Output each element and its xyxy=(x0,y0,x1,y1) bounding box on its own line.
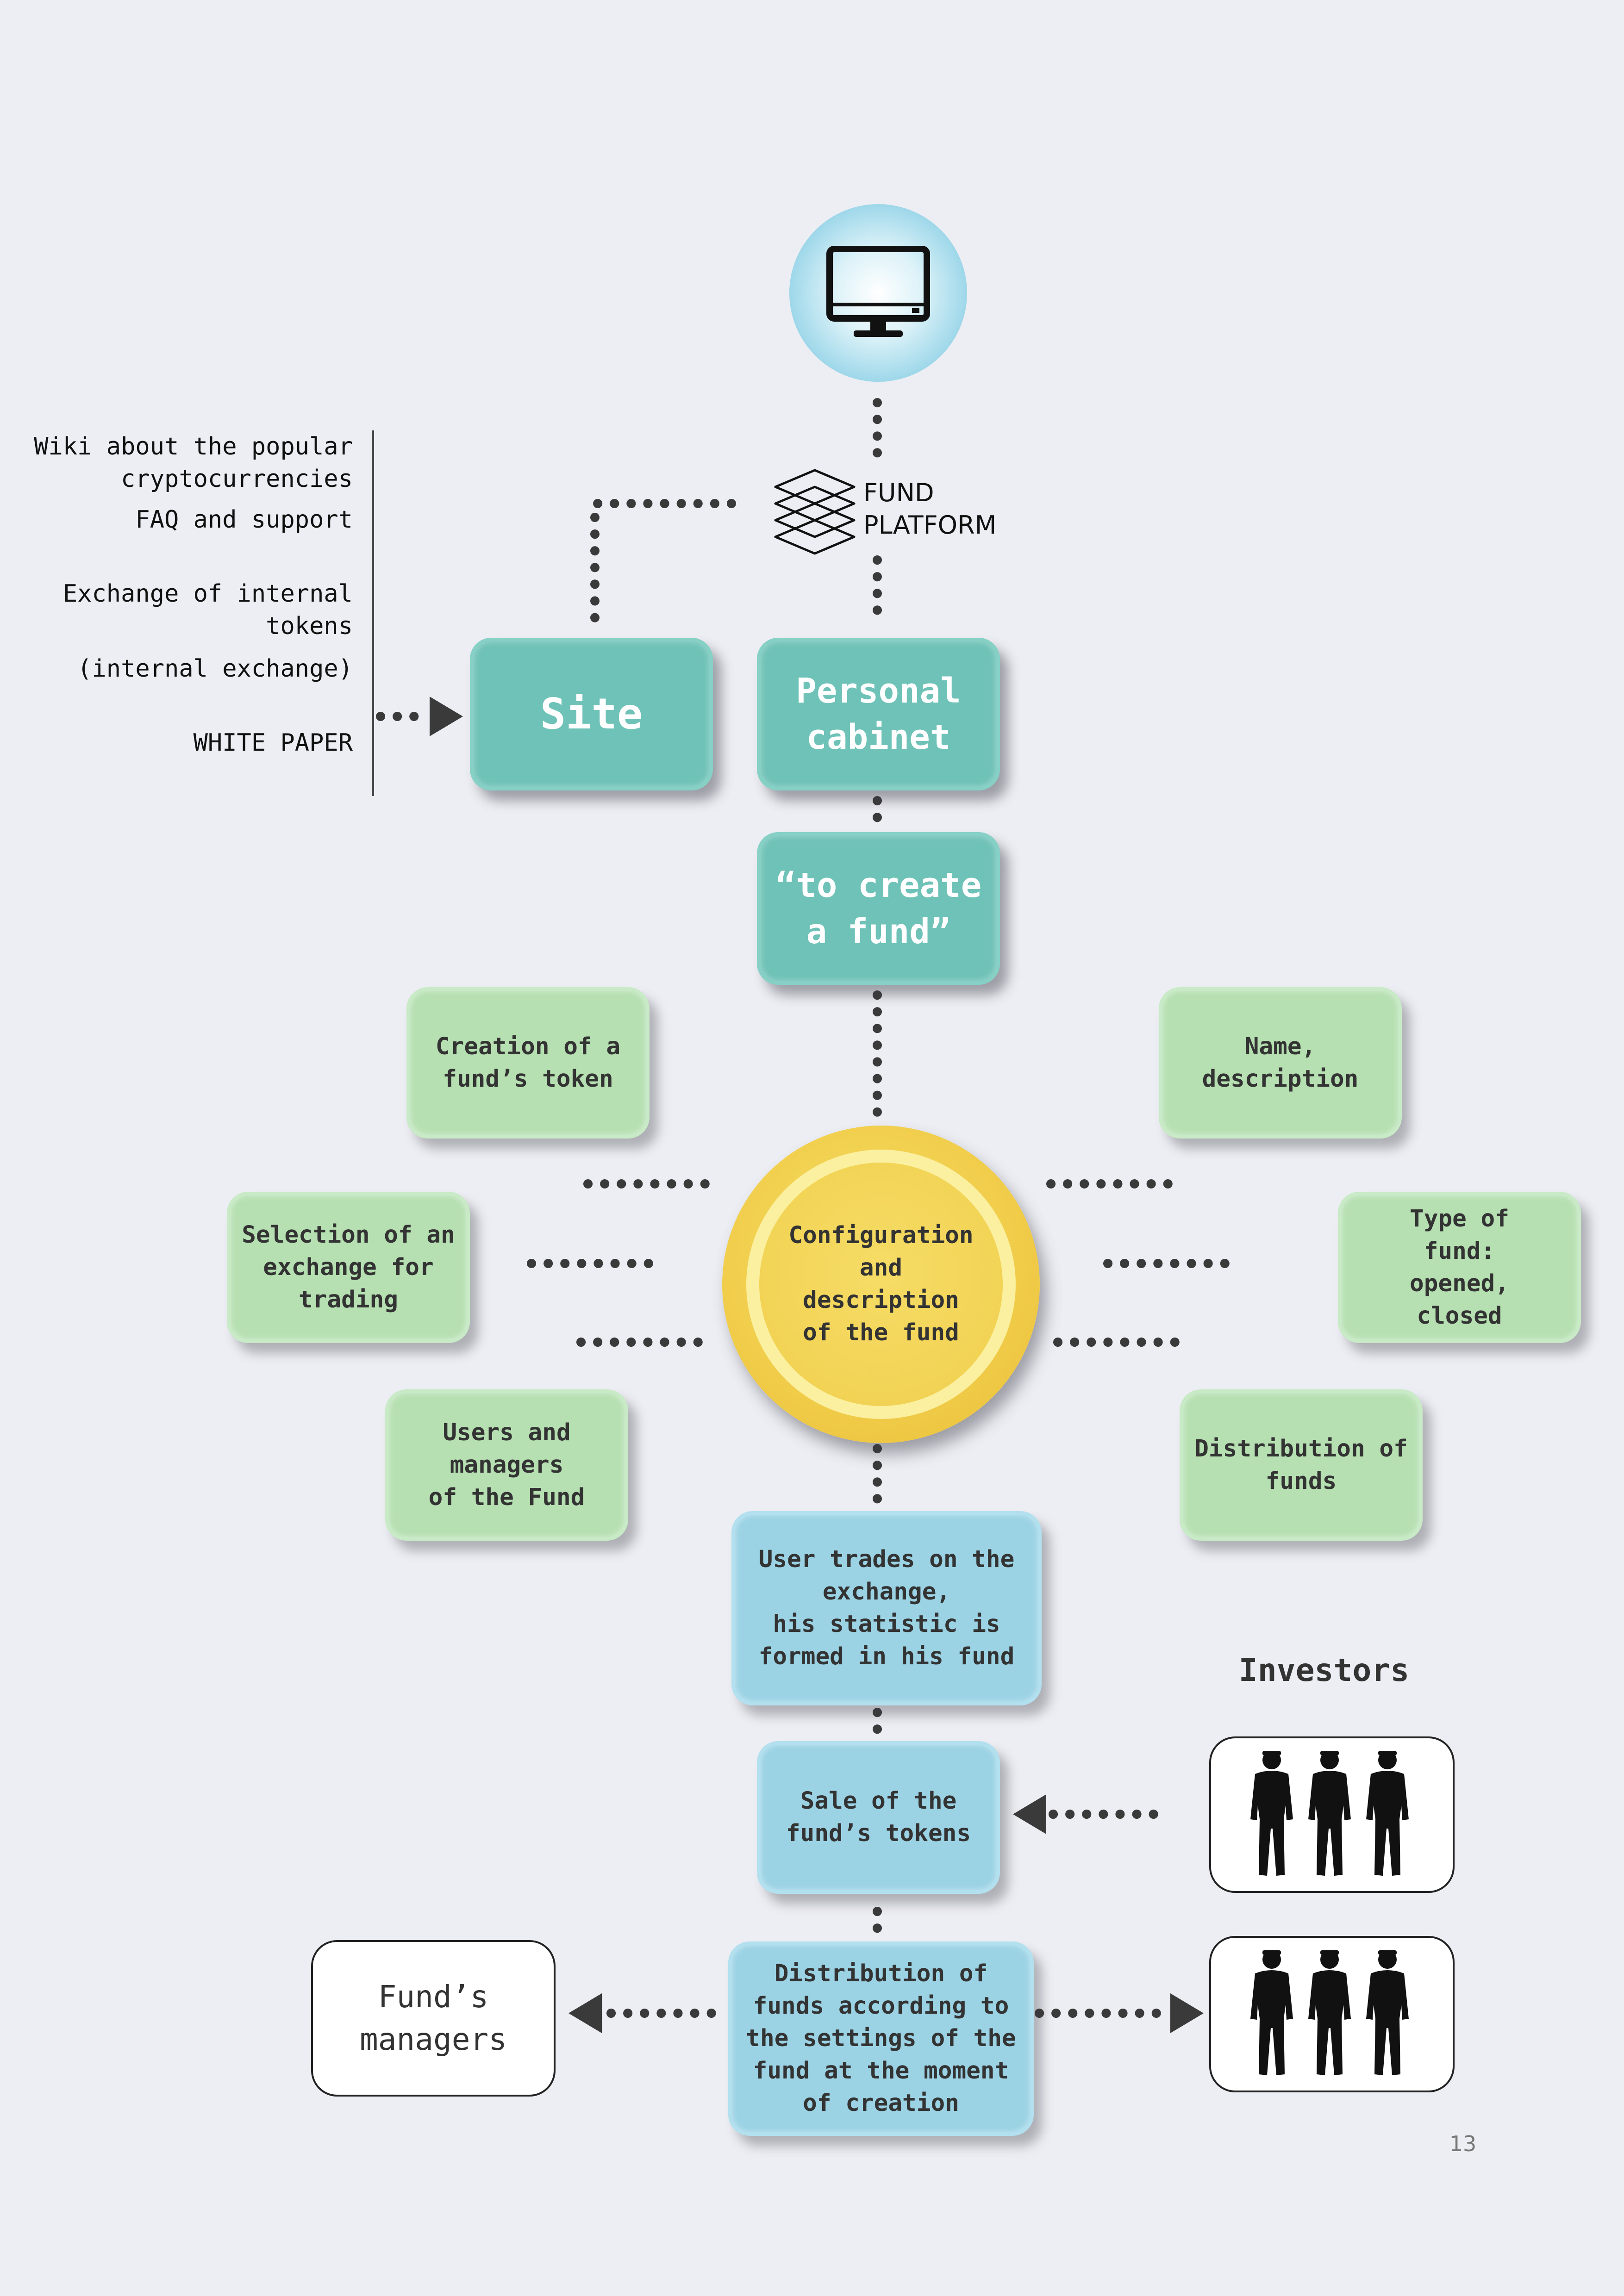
link-exchange-tokens[interactable]: Exchange of internal tokens xyxy=(62,580,353,640)
arrow-icon xyxy=(1013,1794,1046,1834)
sale-tokens-node: Sale of the fund’s tokens xyxy=(757,1741,1000,1894)
investors-label: Investors xyxy=(1238,1652,1410,1689)
investors-group-icon xyxy=(1250,1950,1409,2075)
connector-brand-site xyxy=(590,499,736,629)
investors-group-bottom xyxy=(1209,1936,1455,2092)
arrow-icon xyxy=(568,1993,602,2033)
personal-cabinet-node: Personal cabinet xyxy=(757,638,1000,790)
page-number: 13 xyxy=(1449,2131,1477,2156)
distribution-settings-node: Distribution of funds according to the s… xyxy=(728,1941,1034,2136)
monitor-icon xyxy=(826,246,930,337)
type-of-fund-node: Type of fund: opened, closed xyxy=(1338,1192,1581,1343)
create-fund-node: “to create a fund” xyxy=(757,832,1000,985)
name-description-node: Name, description xyxy=(1159,987,1402,1139)
link-internal-exchange[interactable]: (internal exchange) xyxy=(77,655,353,683)
investors-group-top xyxy=(1209,1736,1455,1893)
link-wiki[interactable]: Wiki about the popular cryptocurrencies xyxy=(34,433,353,493)
investors-group-icon xyxy=(1250,1751,1409,1876)
monitor-circle xyxy=(789,204,967,382)
fund-platform-title: FUND PLATFORM xyxy=(863,478,997,540)
fund-platform-logo-icon xyxy=(774,469,856,555)
site-node: Site xyxy=(470,638,713,790)
selection-exchange-node: Selection of an exchange for trading xyxy=(227,1192,470,1343)
user-trades-node: User trades on the exchange, his statist… xyxy=(731,1511,1042,1705)
link-white-paper[interactable]: WHITE PAPER xyxy=(193,729,353,757)
fund-managers-node: Fund’s managers xyxy=(311,1940,556,2097)
link-faq[interactable]: FAQ and support xyxy=(135,506,353,534)
arrow-icon xyxy=(430,697,463,736)
arrow-icon xyxy=(1170,1993,1204,2033)
distribution-funds-node: Distribution of funds xyxy=(1180,1389,1423,1541)
links-divider xyxy=(372,430,374,796)
creation-token-node: Creation of a fund’s token xyxy=(406,987,650,1139)
users-managers-node: Users and managers of the Fund xyxy=(385,1389,628,1541)
core-node: Configuration and description of the fun… xyxy=(759,1163,1003,1406)
